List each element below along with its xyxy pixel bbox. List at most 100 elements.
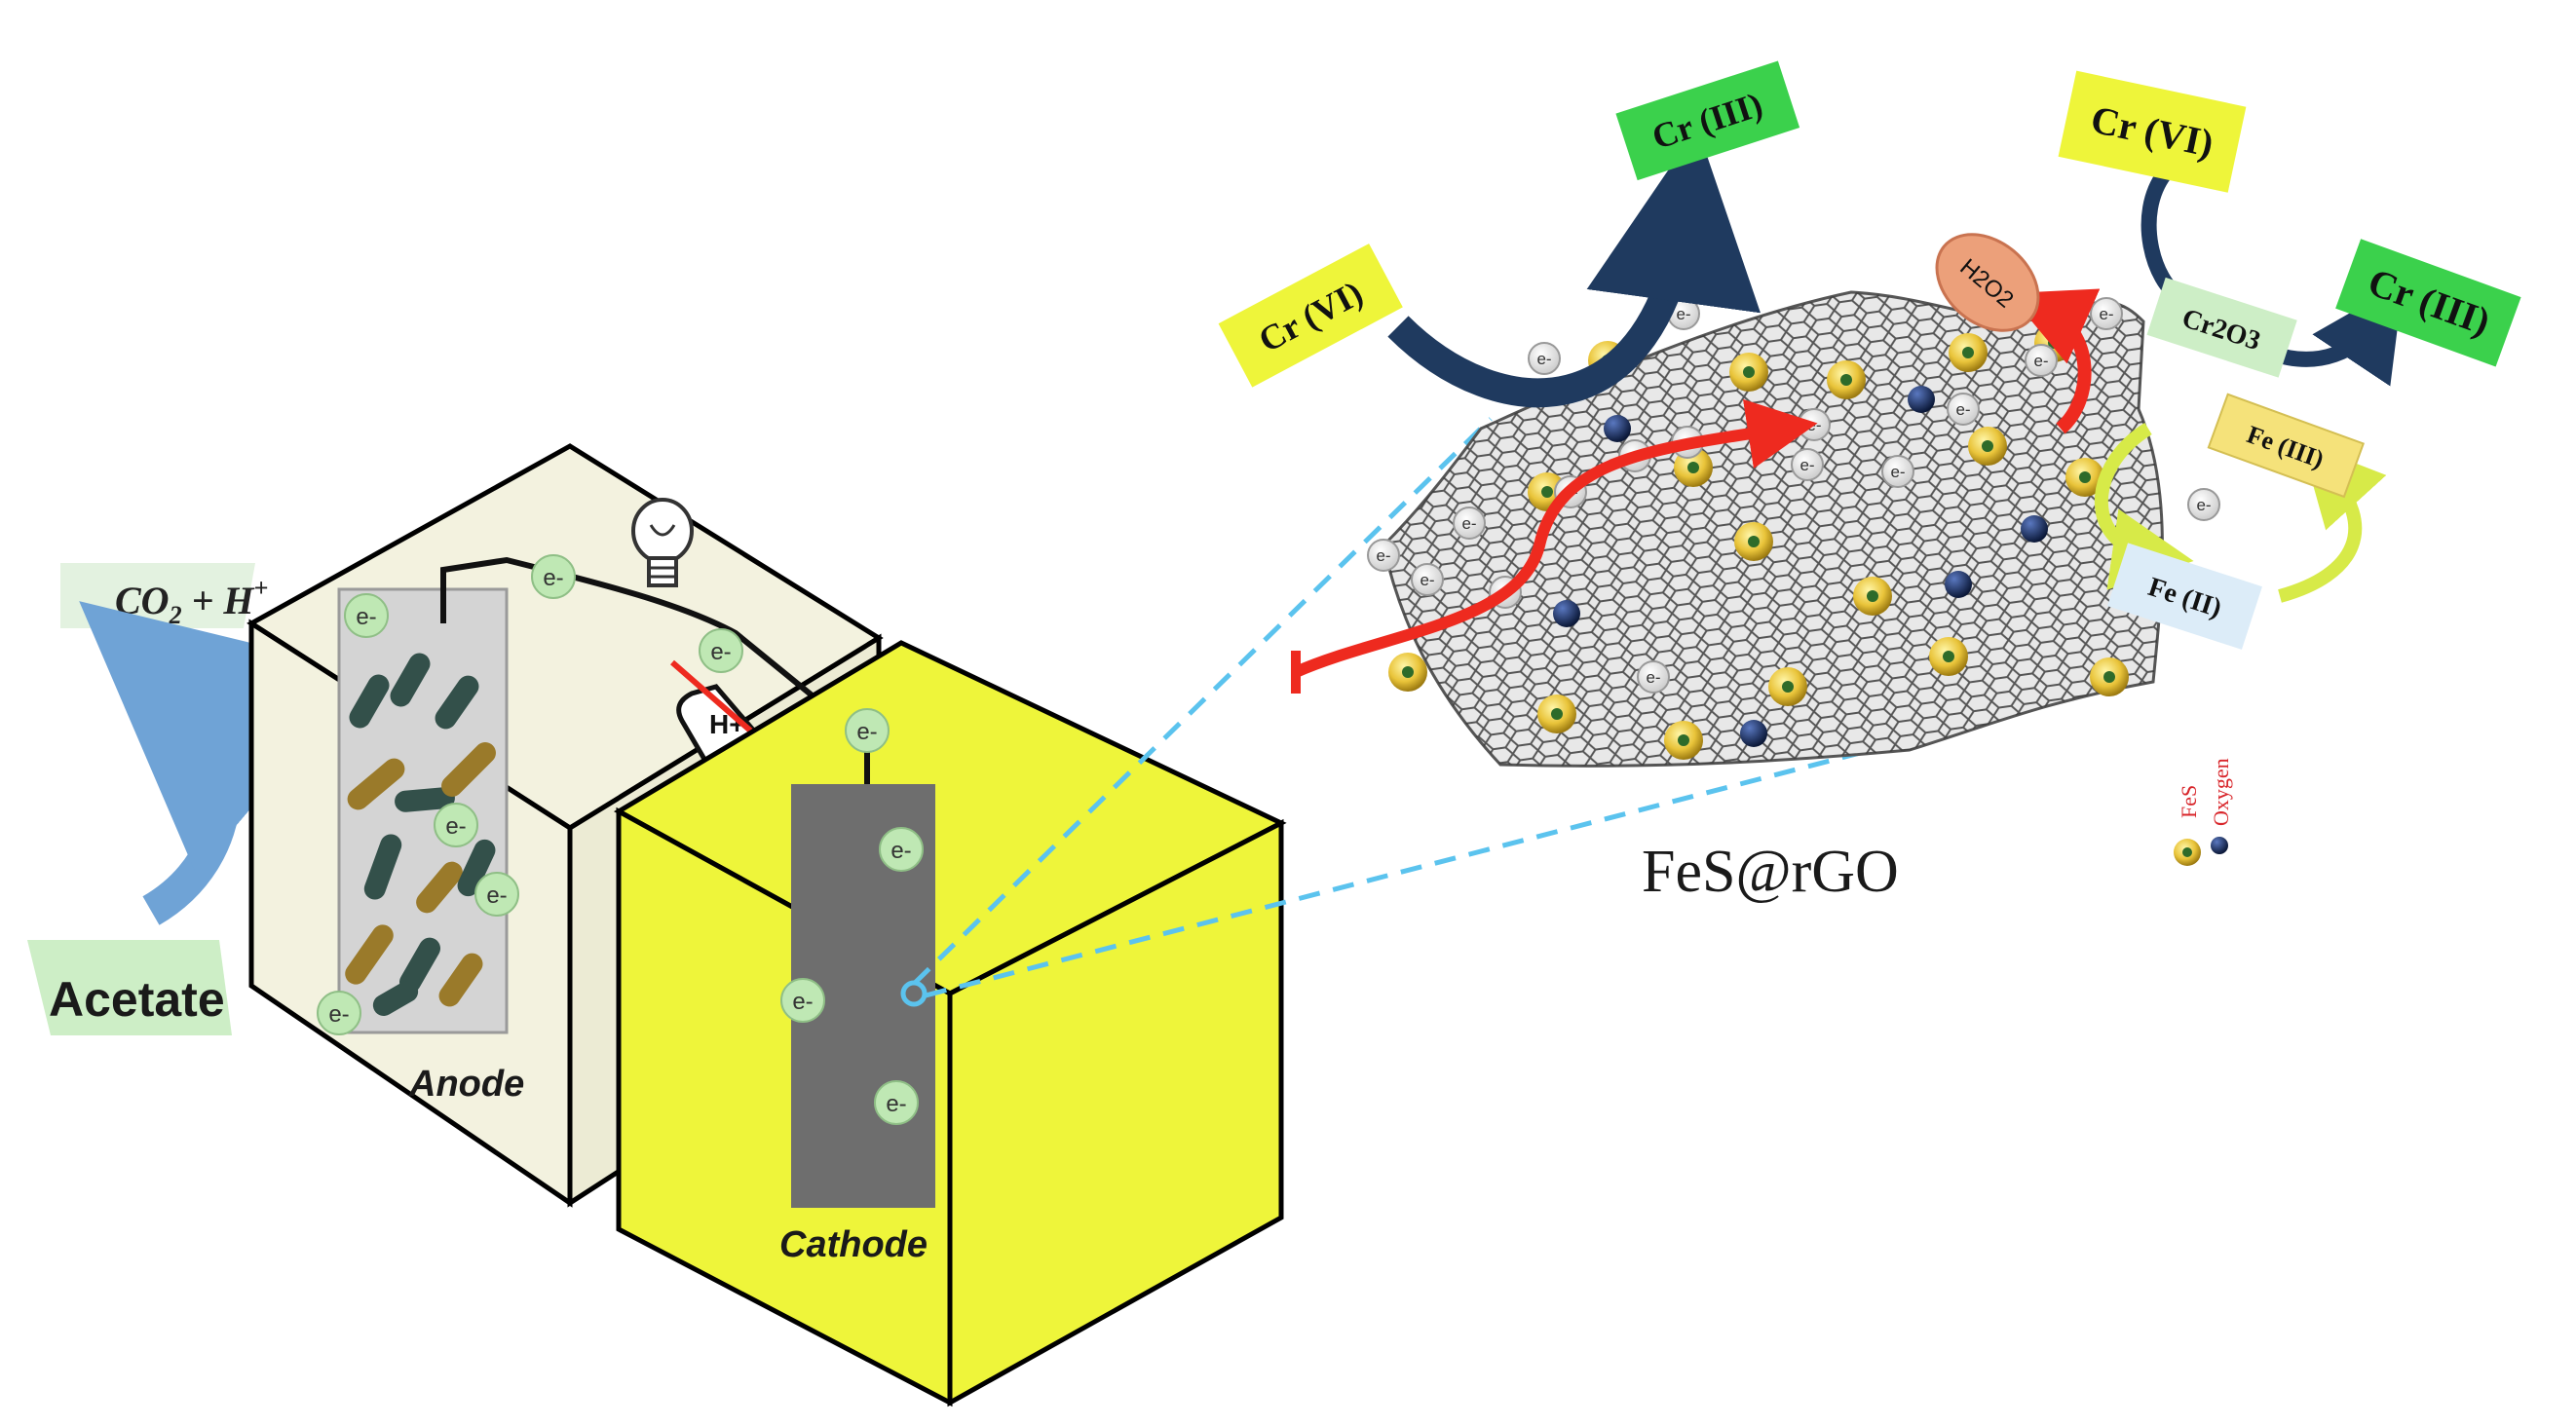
fes-particle xyxy=(1968,427,2007,466)
electron-icon: e- xyxy=(2090,297,2123,330)
legend-oxygen-label: Oxygen xyxy=(2209,758,2233,826)
svg-text:e-: e- xyxy=(486,882,507,909)
electron-icon: e- xyxy=(1881,455,1914,488)
electron-icon: e- xyxy=(780,978,825,1023)
cr-reduction-arrow-right-top xyxy=(2140,169,2185,305)
electron-icon: e- xyxy=(879,827,924,872)
oxygen-particle xyxy=(1553,600,1580,627)
svg-text:e-: e- xyxy=(1806,416,1821,434)
electron-icon: e- xyxy=(531,554,576,599)
h2o2-label: H2O2 xyxy=(1935,233,2040,332)
fes-particle xyxy=(1827,360,1866,399)
svg-text:e-: e- xyxy=(445,813,466,840)
svg-text:e-: e- xyxy=(886,1091,906,1117)
cr3-top-label: Cr (III) xyxy=(1615,60,1800,181)
fes-particle xyxy=(2090,657,2129,696)
electron-icon: e- xyxy=(1411,563,1444,596)
electron-icon: e- xyxy=(2025,344,2058,377)
electron-flow-arrow xyxy=(1293,398,1818,678)
fes-particle xyxy=(1949,333,1988,372)
fes-particle xyxy=(2065,458,2104,497)
cr-reduction-arrow-left xyxy=(1387,127,1761,408)
svg-text:e-: e- xyxy=(2196,496,2211,514)
oxygen-particle xyxy=(1945,571,1972,598)
svg-text:CO2 + H+: CO2 + H+ xyxy=(115,574,268,629)
electron-icon: e- xyxy=(1367,539,1400,572)
svg-text:e-: e- xyxy=(1955,400,1970,419)
anode-electrode xyxy=(337,587,509,1034)
lightbulb-icon xyxy=(631,498,694,587)
electron-icon: e- xyxy=(699,628,743,673)
fes-particle xyxy=(1734,522,1773,561)
fes-particle xyxy=(1388,653,1427,692)
fes-particle xyxy=(1929,637,1968,676)
svg-text:e-: e- xyxy=(710,639,731,665)
cr6-left-label: Cr (VI) xyxy=(1218,244,1403,388)
acetate-to-co2-arrow xyxy=(79,601,367,925)
electron-icon: e- xyxy=(1453,507,1486,540)
fes-particle xyxy=(1664,721,1703,760)
electron-icon: e- xyxy=(474,872,519,917)
svg-text:e-: e- xyxy=(1420,571,1434,589)
left-electrons: e- e- e- e- e- e- e- e- e- e- xyxy=(317,554,924,1125)
electron-icon: e- xyxy=(1528,342,1561,375)
cr6-right-label: Cr (VI) xyxy=(2058,70,2247,193)
zoom-lines xyxy=(912,417,1940,998)
legend-fes-icon xyxy=(2174,839,2201,866)
svg-text:e-: e- xyxy=(356,604,376,630)
electron-icon: e- xyxy=(1947,393,1980,426)
electron-icon: e- xyxy=(845,708,890,753)
electron-icon: e- xyxy=(1637,660,1670,694)
microbial-fuel-cell: CO2 + H+ Acetate xyxy=(27,443,1287,1407)
svg-text:e-: e- xyxy=(1890,463,1905,481)
bacteria-cluster xyxy=(345,653,496,1016)
svg-text:e-: e- xyxy=(792,989,813,1015)
electron-icon: e- xyxy=(1798,408,1831,441)
svg-text:Acetate: Acetate xyxy=(49,972,225,1027)
external-circuit-wire xyxy=(440,556,870,774)
fes-rgo-sheet-panel: e- e- e- e- e- e- e- e- e- e- e- e- e- e… xyxy=(1218,60,2521,905)
fes-particle xyxy=(1853,577,1892,616)
cr-reduction-arrow-right xyxy=(2267,282,2404,387)
oxygen-particle xyxy=(1604,415,1631,442)
h2o2-flow-arrow xyxy=(2008,288,2101,434)
electron-icon: e- xyxy=(317,991,361,1035)
oxygen-particle xyxy=(1740,720,1767,747)
svg-text:e-: e- xyxy=(856,719,877,745)
sheet-caption: FeS@rGO xyxy=(1642,839,1899,905)
electron-icon: e- xyxy=(2187,488,2220,521)
cathode-chamber xyxy=(613,640,1287,1407)
electron-icon: e- xyxy=(1791,448,1824,481)
svg-text:e-: e- xyxy=(1676,305,1690,323)
cathode-label: Cathode xyxy=(779,1224,928,1265)
co2-h-label: CO2 + H+ xyxy=(60,563,268,629)
cr2o3-label: Cr2O3 xyxy=(2146,277,2297,378)
fes-particle xyxy=(1768,667,1807,706)
legend-fes-label: FeS xyxy=(2177,785,2201,818)
svg-text:e-: e- xyxy=(543,565,563,591)
svg-text:e-: e- xyxy=(328,1001,349,1028)
oxygen-particle xyxy=(1908,386,1935,413)
svg-text:e-: e- xyxy=(1799,456,1814,474)
svg-text:e-: e- xyxy=(2033,352,2048,370)
svg-text:e-: e- xyxy=(890,838,911,864)
svg-text:e-: e- xyxy=(1536,350,1551,368)
electron-icon: e- xyxy=(434,803,478,847)
svg-text:e-: e- xyxy=(1376,546,1390,565)
oxygen-particles xyxy=(1553,386,2048,747)
fes-particle xyxy=(1537,694,1576,733)
fes-particle xyxy=(1729,353,1768,392)
anode-label: Anode xyxy=(408,1064,524,1105)
fe3-label: Fe (III) xyxy=(2207,393,2366,499)
svg-text:e-: e- xyxy=(2099,305,2113,323)
acetate-label: Acetate xyxy=(27,940,232,1035)
co2-text: CO xyxy=(115,579,170,622)
legend: FeS Oxygen xyxy=(2174,758,2233,866)
oxygen-particle xyxy=(2021,515,2048,543)
fe2-label: Fe (II) xyxy=(2107,543,2262,650)
electron-icon: e- xyxy=(874,1080,919,1125)
electron-icon: e- xyxy=(344,593,389,638)
svg-text:e-: e- xyxy=(1646,668,1660,687)
svg-text:e-: e- xyxy=(1461,514,1476,533)
